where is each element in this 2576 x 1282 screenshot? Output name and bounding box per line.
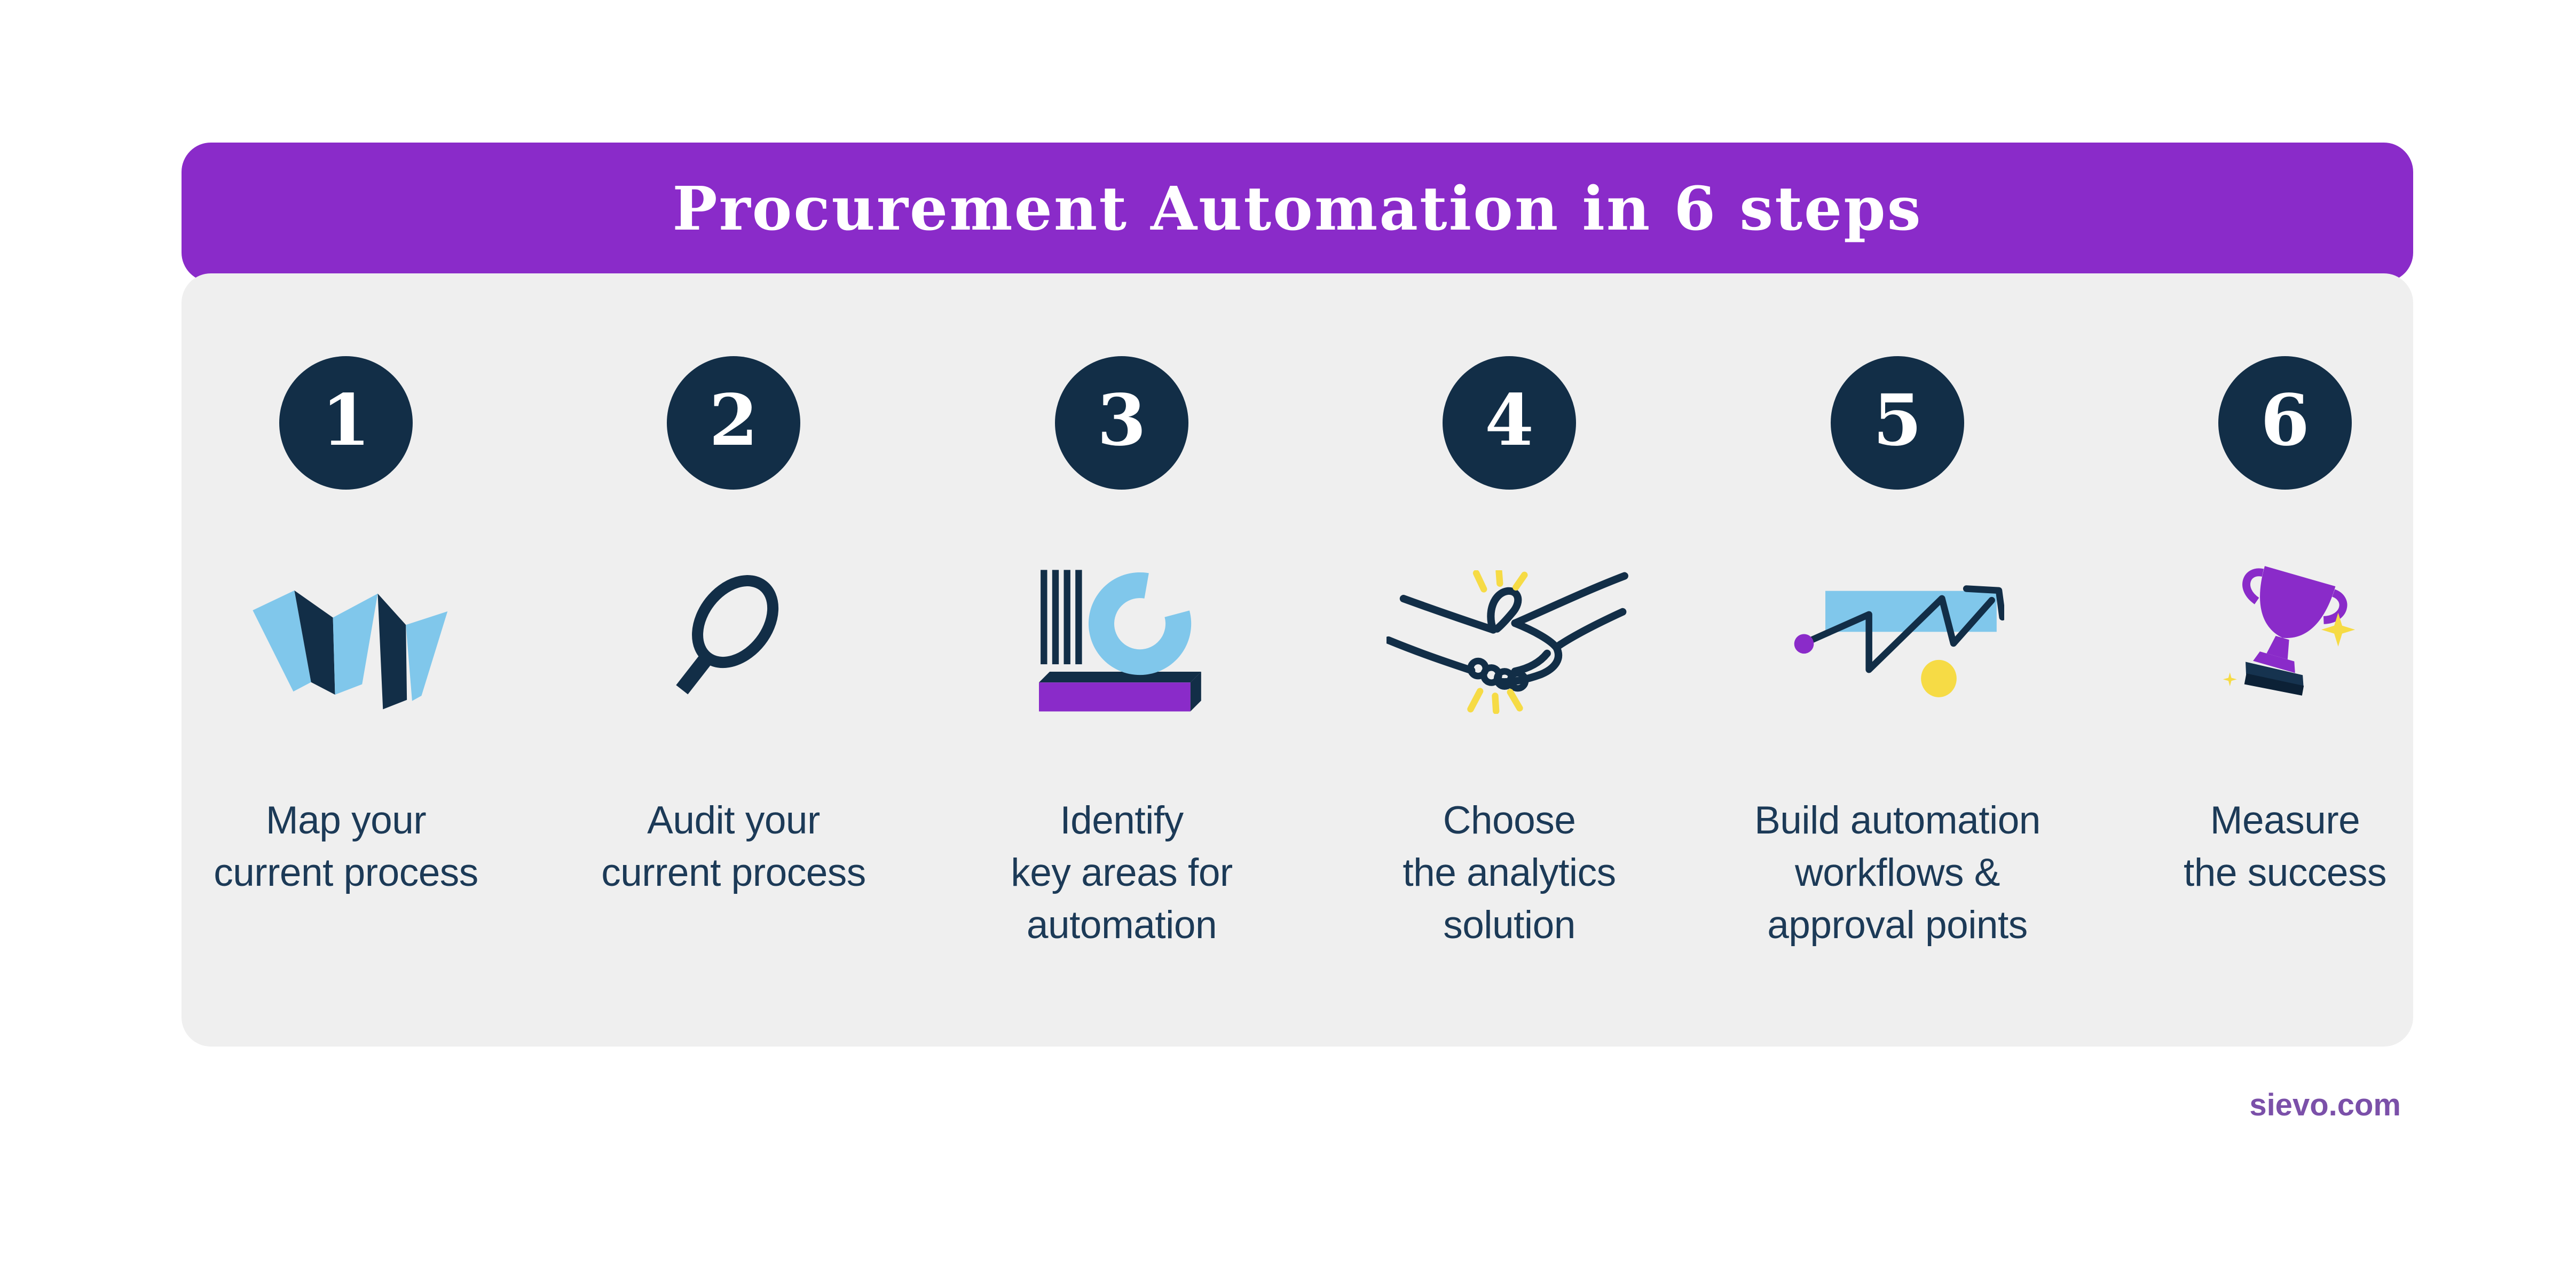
step-label: Build automation workflows & approval po… — [1754, 799, 2041, 947]
step-icon-box — [919, 490, 1325, 795]
step-number-badge: 2 — [667, 356, 800, 490]
step-number: 4 — [1485, 379, 1534, 462]
step-label: Identify key areas for automation — [1011, 799, 1233, 947]
growth-zigzag-arrow-icon — [1794, 585, 2004, 697]
step-column-4: 4 — [1306, 352, 1712, 951]
step-label: Measure the success — [2184, 799, 2386, 894]
magnifying-glass-icon — [676, 575, 779, 694]
step-icon-box — [1695, 490, 2100, 795]
step-icon-box — [1306, 490, 1712, 795]
step-icon-box — [531, 490, 936, 795]
step-column-6: 6 Measure the success — [2082, 352, 2488, 899]
folded-map-icon — [253, 590, 448, 710]
website-link[interactable]: sievo.com — [2249, 1088, 2401, 1122]
bars-donut-block-icon — [1039, 569, 1201, 711]
step-column-2: 2 Audit your current process — [531, 352, 936, 899]
step-label: Map your current process — [214, 799, 478, 894]
step-number: 5 — [1873, 379, 1922, 462]
infographic-title: Procurement Automation in 6 steps — [672, 174, 1923, 244]
step-number: 2 — [709, 379, 758, 462]
step-label: Choose the analytics solution — [1403, 799, 1616, 947]
step-number-badge: 3 — [1055, 356, 1188, 490]
step-number: 6 — [2260, 379, 2310, 462]
step-icon-box — [143, 490, 549, 795]
step-icon-box — [2082, 490, 2488, 795]
step-number-badge: 1 — [279, 356, 413, 490]
step-column-5: 5 Build automation workflows & approval … — [1695, 352, 2100, 951]
trophy-icon — [2223, 566, 2356, 696]
step-number: 3 — [1097, 379, 1146, 462]
title-banner: Procurement Automation in 6 steps — [182, 143, 2413, 282]
step-column-1: 1 Map your current process — [143, 352, 549, 899]
step-number-badge: 4 — [1443, 356, 1576, 490]
step-number: 1 — [321, 379, 371, 462]
handshake-icon — [1387, 570, 1628, 714]
step-label: Audit your current process — [601, 799, 866, 894]
step-number-badge: 5 — [1831, 356, 1964, 490]
content-panel — [182, 273, 2413, 1047]
step-column-3: 3 Identify key areas for automation — [919, 352, 1325, 951]
step-number-badge: 6 — [2218, 356, 2352, 490]
